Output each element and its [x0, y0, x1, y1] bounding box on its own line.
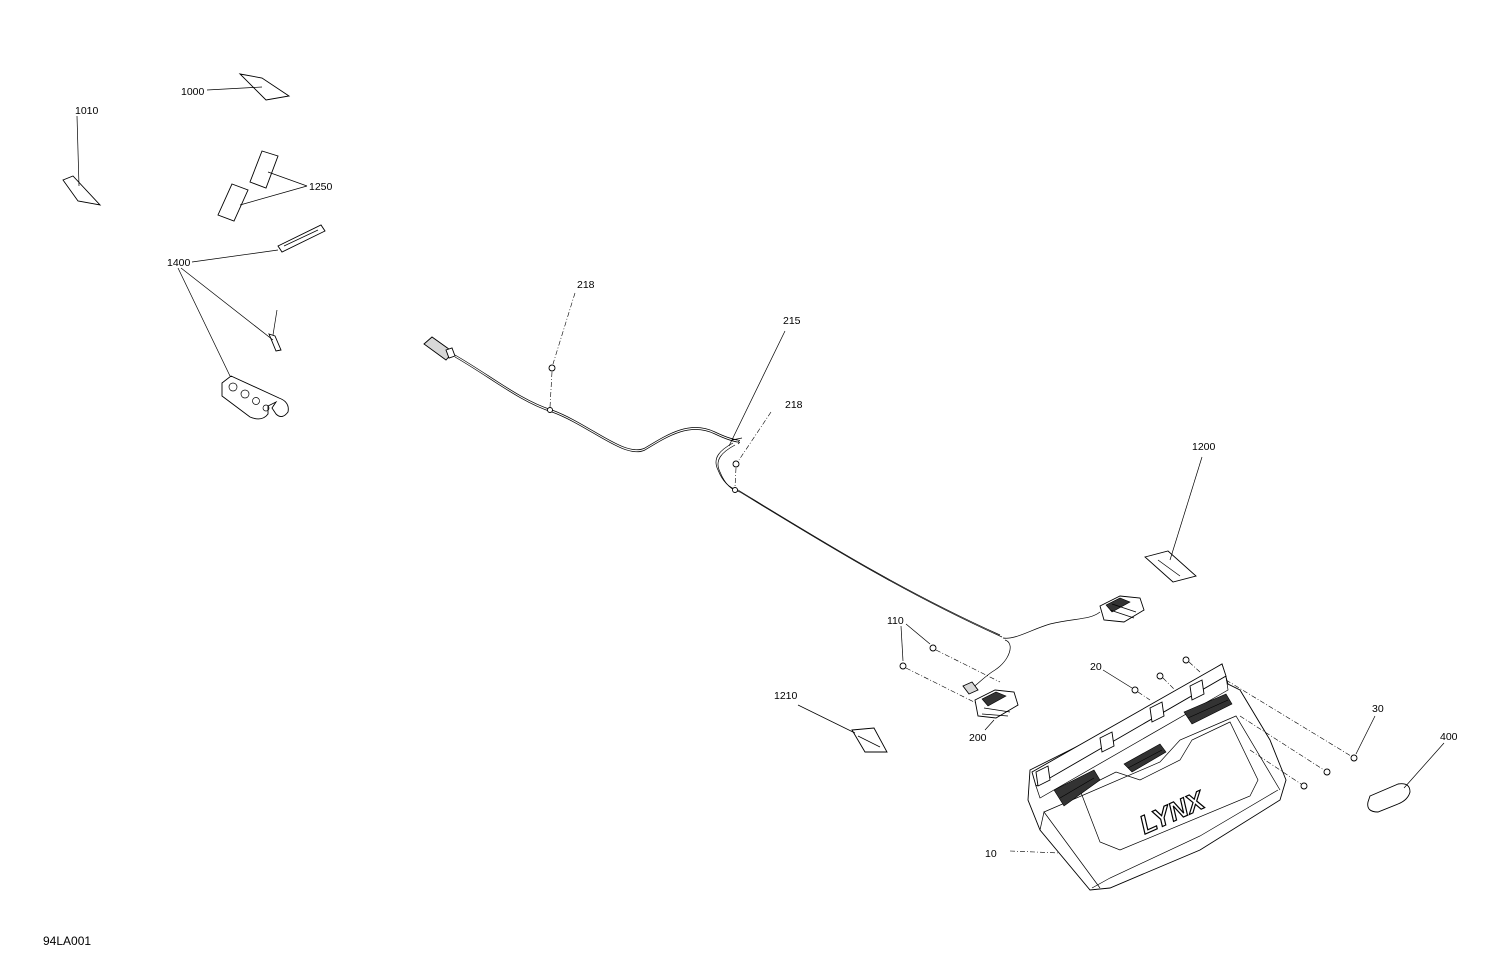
part-218-fastener-a: 218 — [548, 279, 595, 408]
callout-218-b: 218 — [785, 399, 803, 411]
callout-110: 110 — [887, 615, 904, 627]
callout-1250: 1250 — [309, 181, 333, 193]
part-20-screws: 20 — [1090, 656, 1201, 701]
callout-1400: 1400 — [167, 257, 191, 269]
callout-1010: 1010 — [75, 105, 99, 117]
callout-200: 200 — [969, 732, 987, 744]
callout-1000: 1000 — [181, 86, 205, 98]
part-215-harness: 215 — [423, 315, 1145, 689]
callout-215: 215 — [783, 315, 801, 327]
part-110-nuts: 110 — [887, 615, 1001, 705]
part-1400-tools: 1400 — [167, 224, 326, 420]
part-400-reflector: 400 — [1367, 731, 1458, 813]
callout-20: 20 — [1090, 661, 1102, 673]
drawing-code: 94LA001 — [43, 934, 92, 948]
part-1200-decal: 1200 — [1144, 441, 1216, 583]
part-218-fastener-b: 218 — [732, 399, 803, 488]
callout-400: 400 — [1440, 731, 1458, 743]
callout-218-a: 218 — [577, 279, 595, 291]
part-10-rear-flap: LYNX 10 — [985, 663, 1287, 891]
part-200-housing: 200 — [962, 681, 1019, 744]
part-1250-labels: 1250 — [217, 150, 333, 222]
callout-10: 10 — [985, 848, 997, 860]
callout-1200: 1200 — [1192, 441, 1216, 453]
part-1000-decal: 1000 — [181, 73, 291, 101]
part-30-screws: 30 — [1225, 679, 1384, 790]
part-1010-decal: 1010 — [62, 105, 102, 206]
part-1210-decal: 1210 — [774, 690, 888, 753]
callout-1210: 1210 — [774, 690, 798, 702]
callout-30: 30 — [1372, 703, 1384, 715]
